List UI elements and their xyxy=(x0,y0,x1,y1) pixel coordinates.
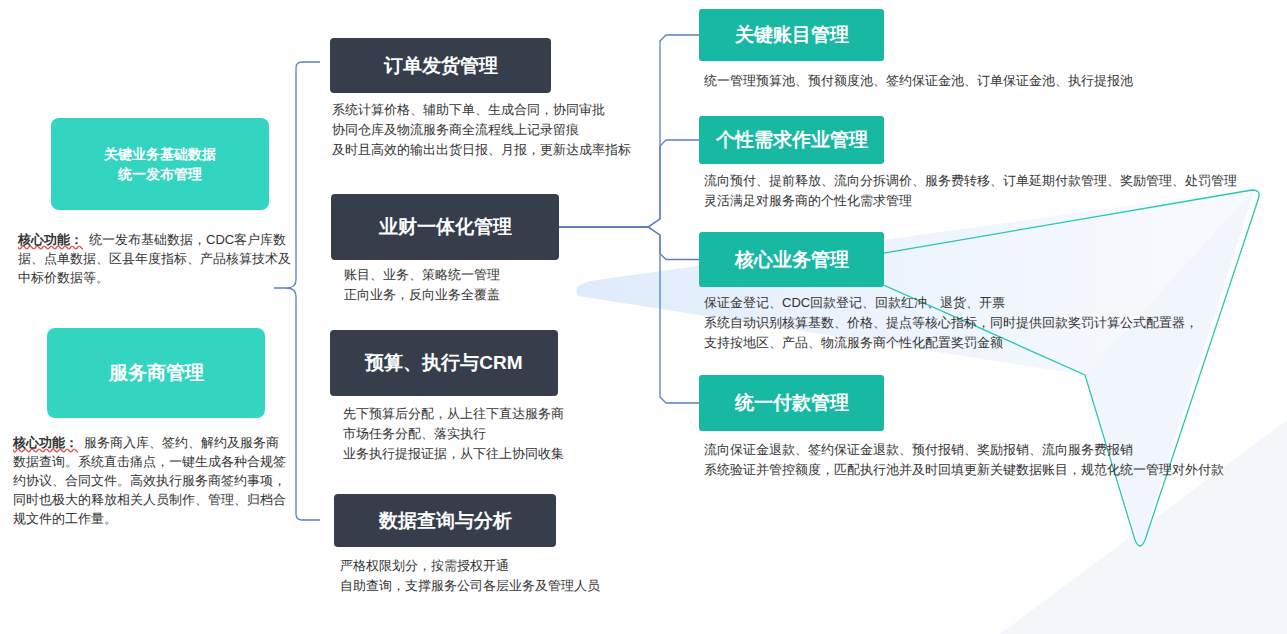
description-line: 系统自动识别核算基数、价格、提点等核心指标，同时提供回款奖罚计算公式配置器， xyxy=(704,313,1198,333)
description: 先下预算后分配，从上往下直达服务商市场任务分配、落实执行业务执行提报证据，从下往… xyxy=(343,404,564,464)
description-line: 支持按地区、产品、物流服务商个性化配置奖罚金额 xyxy=(704,333,1198,353)
description-line: 系统计算价格、辅助下单、生成合同，协同审批 xyxy=(332,100,631,120)
bracket-connector xyxy=(559,35,699,227)
left-bracket xyxy=(274,62,320,520)
description-line: 及时且高效的输出出货日报、月报，更新达成率指标 xyxy=(332,140,631,160)
box-title: 个性需求作业管理 xyxy=(716,126,868,154)
description: 统一管理预算池、预付额度池、签约保证金池、订单保证金池、执行提报池 xyxy=(704,71,1133,91)
description: 账目、业务、策略统一管理正向业务，反向业务全覆盖 xyxy=(344,265,500,305)
description-line: 市场任务分配、落实执行 xyxy=(343,424,564,444)
base-box: 服务商管理核心功能：服务商入库、签约、解约及服务商数据查询。系统直击痛点，一键生… xyxy=(47,328,265,418)
function-box: 统一付款管理流向保证金退款、签约保证金退款、预付报销、奖励报销、流向服务费报销系… xyxy=(699,375,884,431)
box-title: 统一付款管理 xyxy=(735,389,849,417)
box-title: 业财一体化管理 xyxy=(379,213,512,241)
module-box: 数据查询与分析严格权限划分，按需授权开通自助查询，支撑服务公司各层业务及管理人员 xyxy=(334,494,556,547)
base-box: 关键业务基础数据 统一发布管理核心功能：统一发布基础数据，CDC客户库数据、点单… xyxy=(51,118,269,210)
plane-outline xyxy=(832,190,1259,546)
description-line: 账目、业务、策略统一管理 xyxy=(344,265,500,285)
description: 系统计算价格、辅助下单、生成合同，协同审批协同仓库及物流服务商全流程线上记录留痕… xyxy=(332,100,631,160)
feature-paragraph: 核心功能：服务商入库、签约、解约及服务商数据查询。系统直击痛点，一键生成各种合规… xyxy=(13,433,290,528)
bracket-connector xyxy=(559,227,699,260)
function-box: 核心业务管理保证金登记、CDC回款登记、回款红冲、退货、开票系统自动识别核算基数… xyxy=(699,232,884,287)
description: 流向预付、提前释放、流向分拆调价、服务费转移、订单延期付款管理、奖励管理、处罚管… xyxy=(704,171,1237,211)
feature-label: 核心功能： xyxy=(13,435,78,450)
box-title: 服务商管理 xyxy=(109,359,204,387)
description-line: 系统验证并管控额度，匹配执行池并及时回填更新关键数据账目，规范化统一管理对外付款 xyxy=(704,460,1224,480)
description-line: 先下预算后分配，从上往下直达服务商 xyxy=(343,404,564,424)
description-line: 正向业务，反向业务全覆盖 xyxy=(344,285,500,305)
description-line: 业务执行提报证据，从下往上协同收集 xyxy=(343,444,564,464)
box-title: 关键业务基础数据 统一发布管理 xyxy=(97,144,223,185)
bracket-connector xyxy=(559,227,699,403)
box-title: 数据查询与分析 xyxy=(379,507,512,535)
description-line: 保证金登记、CDC回款登记、回款红冲、退货、开票 xyxy=(704,293,1198,313)
description-line: 灵活满足对服务商的个性化需求管理 xyxy=(704,191,1237,211)
module-box: 预算、执行与CRM先下预算后分配，从上往下直达服务商市场任务分配、落实执行业务执… xyxy=(330,330,558,396)
description: 核心功能：服务商入库、签约、解约及服务商数据查询。系统直击痛点，一键生成各种合规… xyxy=(13,433,290,528)
feature-paragraph: 核心功能：统一发布基础数据，CDC客户库数据、点单数据、区县年度指标、产品核算技… xyxy=(18,230,293,287)
feature-label: 核心功能： xyxy=(18,232,83,247)
module-box: 业财一体化管理账目、业务、策略统一管理正向业务，反向业务全覆盖 xyxy=(331,194,559,260)
function-box: 关键账目管理统一管理预算池、预付额度池、签约保证金池、订单保证金池、执行提报池 xyxy=(699,9,884,61)
description: 核心功能：统一发布基础数据，CDC客户库数据、点单数据、区县年度指标、产品核算技… xyxy=(18,230,293,287)
description-line: 统一管理预算池、预付额度池、签约保证金池、订单保证金池、执行提报池 xyxy=(704,71,1133,91)
plane-wing xyxy=(1085,188,1255,548)
description-line: 严格权限划分，按需授权开通 xyxy=(340,556,600,576)
description-line: 流向保证金退款、签约保证金退款、预付报销、奖励报销、流向服务费报销 xyxy=(704,440,1224,460)
description-line: 协同仓库及物流服务商全流程线上记录留痕 xyxy=(332,120,631,140)
module-box: 订单发货管理系统计算价格、辅助下单、生成合同，协同审批协同仓库及物流服务商全流程… xyxy=(330,38,551,93)
description-line: 流向预付、提前释放、流向分拆调价、服务费转移、订单延期付款管理、奖励管理、处罚管… xyxy=(704,171,1237,191)
box-title: 订单发货管理 xyxy=(384,52,498,80)
description-line: 自助查询，支撑服务公司各层业务及管理人员 xyxy=(340,576,600,596)
box-title: 关键账目管理 xyxy=(735,21,849,49)
description: 严格权限划分，按需授权开通自助查询，支撑服务公司各层业务及管理人员 xyxy=(340,556,600,596)
box-title: 核心业务管理 xyxy=(735,246,849,274)
function-box: 个性需求作业管理流向预付、提前释放、流向分拆调价、服务费转移、订单延期付款管理、… xyxy=(699,116,884,164)
description: 保证金登记、CDC回款登记、回款红冲、退货、开票系统自动识别核算基数、价格、提点… xyxy=(704,293,1198,353)
box-title: 预算、执行与CRM xyxy=(365,349,522,377)
description: 流向保证金退款、签约保证金退款、预付报销、奖励报销、流向服务费报销系统验证并管控… xyxy=(704,440,1224,480)
